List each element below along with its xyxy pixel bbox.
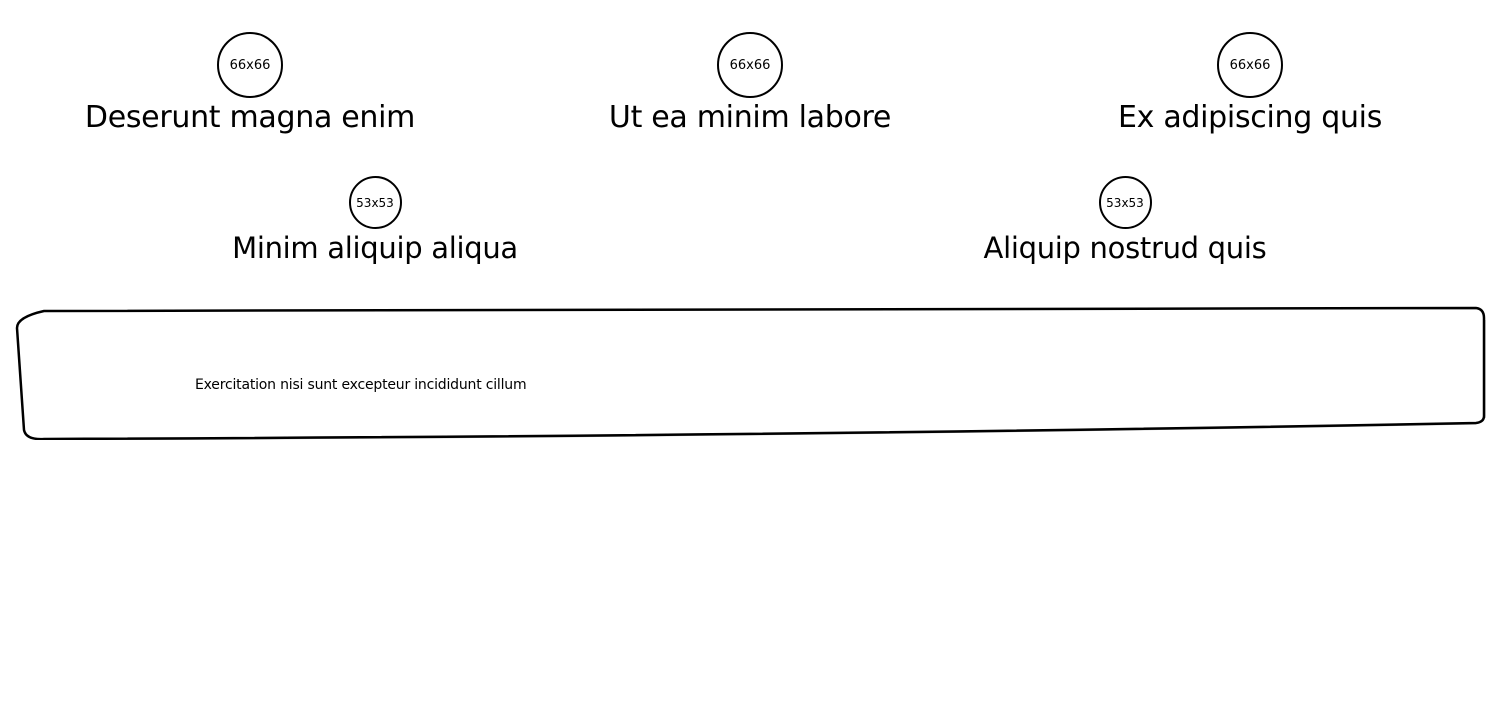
panel-border — [15, 306, 1486, 440]
card-title: Ex adipiscing quis — [1117, 100, 1383, 135]
profile-card-1: 66x66 Deserunt magna enim — [85, 32, 415, 135]
text-panel: Exercitation nisi sunt excepteur incidid… — [14, 306, 1486, 440]
avatar-placeholder: 66x66 — [217, 32, 283, 98]
card-title: Deserunt magna enim — [84, 100, 416, 135]
panel-text: Exercitation nisi sunt excepteur incidid… — [195, 377, 527, 393]
card-title: Aliquip nostrud quis — [983, 231, 1267, 265]
avatar-placeholder: 53x53 — [1098, 176, 1152, 229]
profile-card-3: 66x66 Ex adipiscing quis — [1100, 32, 1400, 135]
avatar-placeholder: 66x66 — [717, 32, 783, 98]
profile-card-5: 53x53 Aliquip nostrud quis — [975, 176, 1275, 265]
avatar-placeholder: 53x53 — [348, 176, 402, 229]
card-title: Minim aliquip aliqua — [232, 231, 518, 265]
avatar-placeholder: 66x66 — [1217, 32, 1283, 98]
card-title: Ut ea minim labore — [608, 100, 892, 135]
profile-card-4: 53x53 Minim aliquip aliqua — [225, 176, 525, 265]
profile-card-2: 66x66 Ut ea minim labore — [600, 32, 900, 135]
